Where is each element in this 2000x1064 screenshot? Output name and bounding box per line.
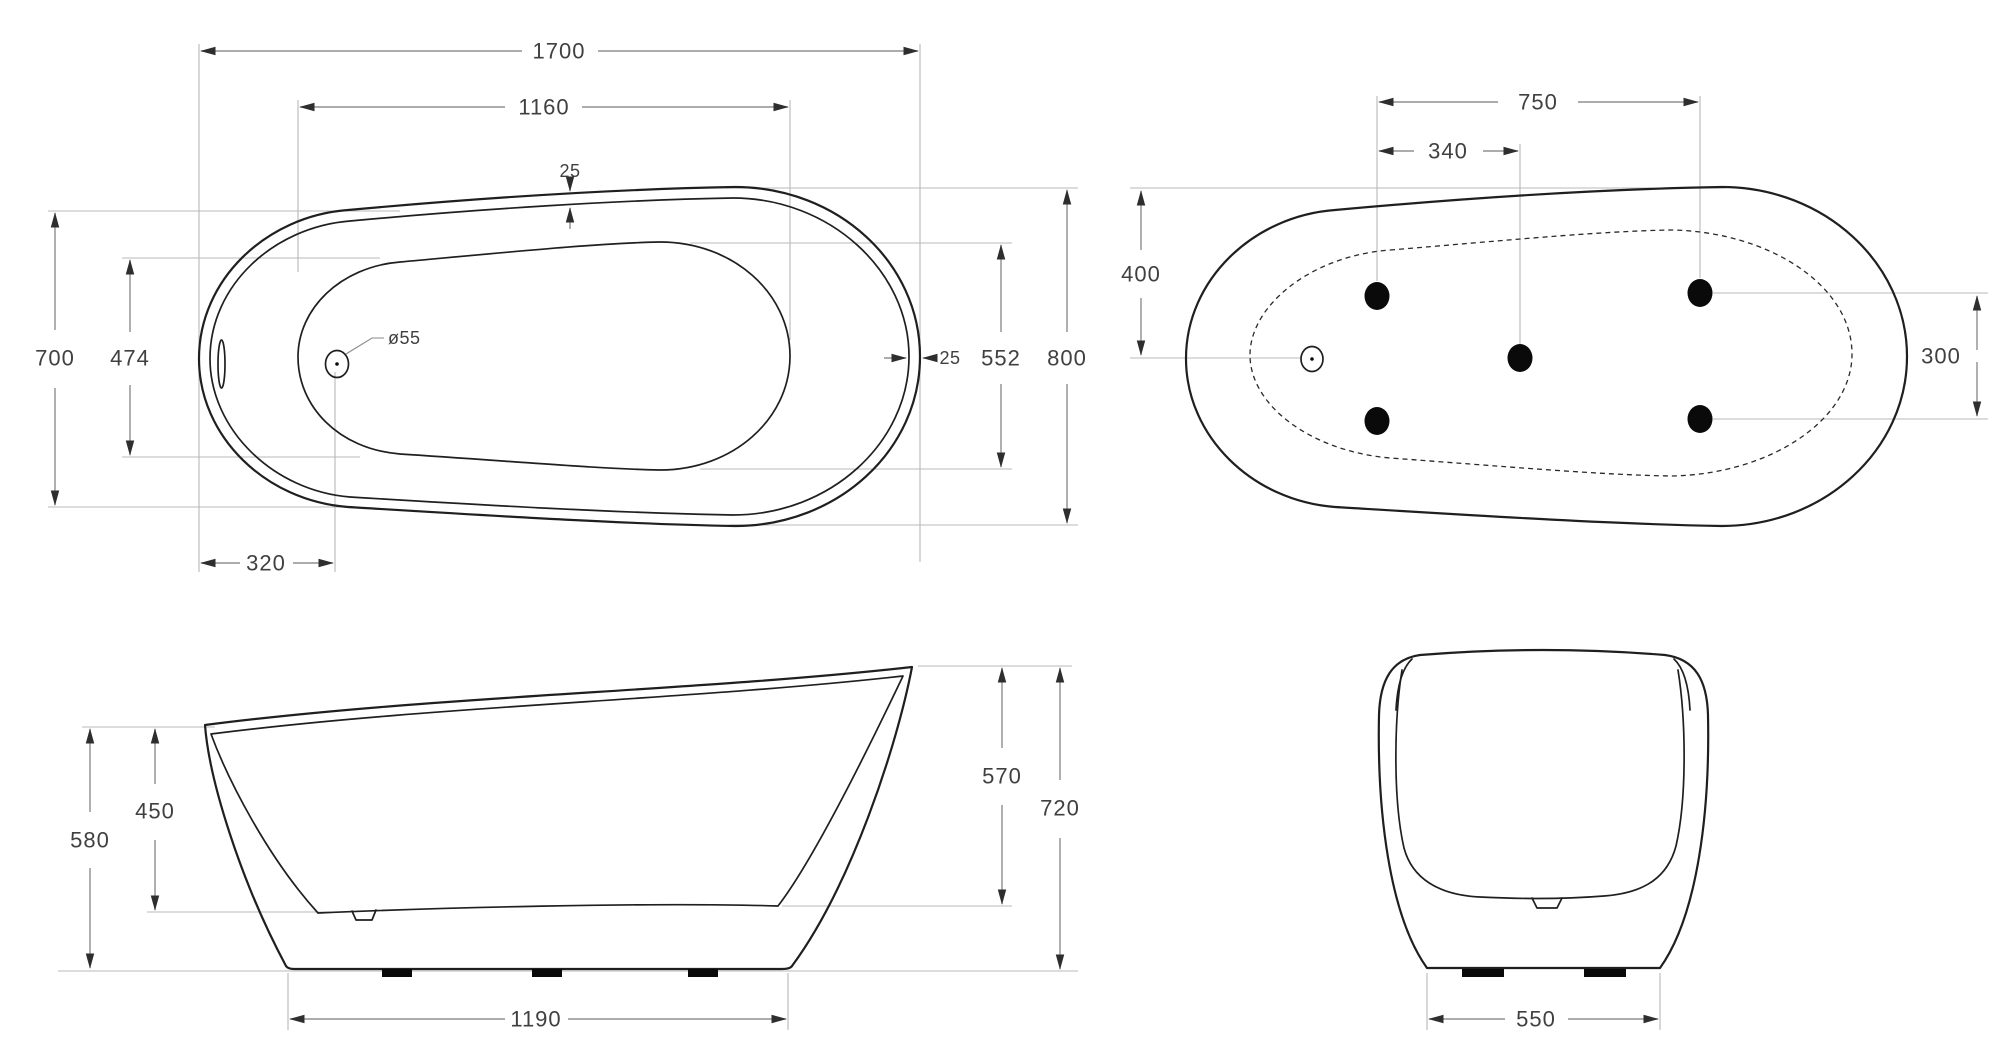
dim-overall-length: 1700 (533, 39, 586, 64)
dim-overall-width-left: 700 (35, 346, 75, 371)
tub-side-outline (203, 665, 914, 971)
front-view-dimensions: 550 (1428, 1007, 1659, 1032)
feet-dots (1364, 279, 1713, 435)
dim-rear-inner-height: 570 (982, 764, 1022, 789)
tub-front-outline (1377, 648, 1710, 970)
foot-bottom-right (1687, 405, 1713, 433)
side-view: 580 450 570 720 1190 (58, 665, 1080, 1032)
side-view-dimensions: 580 450 570 720 1190 (70, 667, 1080, 1032)
front-view-extension-lines (1426, 973, 1661, 1030)
front-basin-line (1395, 669, 1685, 900)
front-foot-right (1584, 969, 1626, 977)
foot-top-left (1364, 282, 1390, 310)
dim-inner-width-left: 474 (110, 346, 150, 371)
dim-inner-width-right: 552 (981, 346, 1021, 371)
dim-rim-thickness-top: 25 (559, 161, 580, 181)
drain-hole-circle (1300, 345, 1324, 373)
dim-inner-depth: 450 (135, 799, 175, 824)
front-view-feet (1462, 969, 1626, 977)
drain-circle (324, 349, 350, 379)
side-view-extension-lines (58, 665, 1078, 1030)
dim-feet-span-width: 300 (1921, 344, 1961, 369)
dim-base-width: 550 (1516, 1007, 1556, 1032)
dim-inner-length: 1160 (518, 95, 569, 120)
overflow-slot (217, 339, 226, 389)
bottom-view: 750 340 400 300 (1121, 90, 1988, 528)
front-view: 550 (1377, 648, 1710, 1032)
dim-overall-height: 720 (1040, 796, 1080, 821)
dim-edge-to-centerline: 400 (1121, 262, 1161, 287)
front-rim-edge-right (1673, 658, 1691, 711)
top-view: 1700 1160 25 700 474 ø55 25 552 800 (35, 39, 1087, 576)
drain-center-dot (335, 362, 339, 366)
top-view-dimensions: 1700 1160 25 700 474 ø55 25 552 800 (35, 39, 1087, 576)
tub-rim-inner-line (209, 197, 910, 516)
bottom-view-dimensions: 750 340 400 300 (1121, 90, 1982, 417)
side-foot-3 (688, 969, 718, 977)
dim-base-length: 1190 (510, 1007, 561, 1032)
top-view-extension-lines (48, 44, 1078, 572)
front-drain-notch (1531, 897, 1563, 909)
tub-base-dashed-outline (1249, 229, 1853, 477)
tub-side-inner-line (210, 675, 904, 914)
side-view-feet (382, 969, 718, 977)
drain-leader-line (345, 337, 384, 355)
dim-drain-diameter: ø55 (388, 328, 421, 348)
side-foot-2 (532, 969, 562, 977)
dim-drain-offset: 320 (246, 551, 286, 576)
bottom-view-extension-lines (1130, 96, 1988, 420)
side-foot-1 (382, 969, 412, 977)
dim-drain-to-feet: 340 (1428, 139, 1468, 164)
foot-bottom-left (1364, 407, 1390, 435)
front-foot-left (1462, 969, 1504, 977)
side-drain-notch (351, 909, 377, 921)
tub-bottom-outline (1184, 185, 1909, 528)
front-rim-edge-left (1395, 658, 1413, 711)
dim-overall-width-right: 800 (1047, 346, 1087, 371)
center-support-dot (1507, 344, 1533, 372)
drain-hole-center-dot (1310, 357, 1314, 361)
tub-outer-outline (197, 185, 922, 528)
dim-feet-span-length: 750 (1518, 90, 1558, 115)
dim-front-rim-height: 580 (70, 828, 110, 853)
dim-rim-thickness-right: 25 (939, 348, 960, 368)
foot-top-right (1687, 279, 1713, 307)
basin-outline (297, 241, 791, 471)
